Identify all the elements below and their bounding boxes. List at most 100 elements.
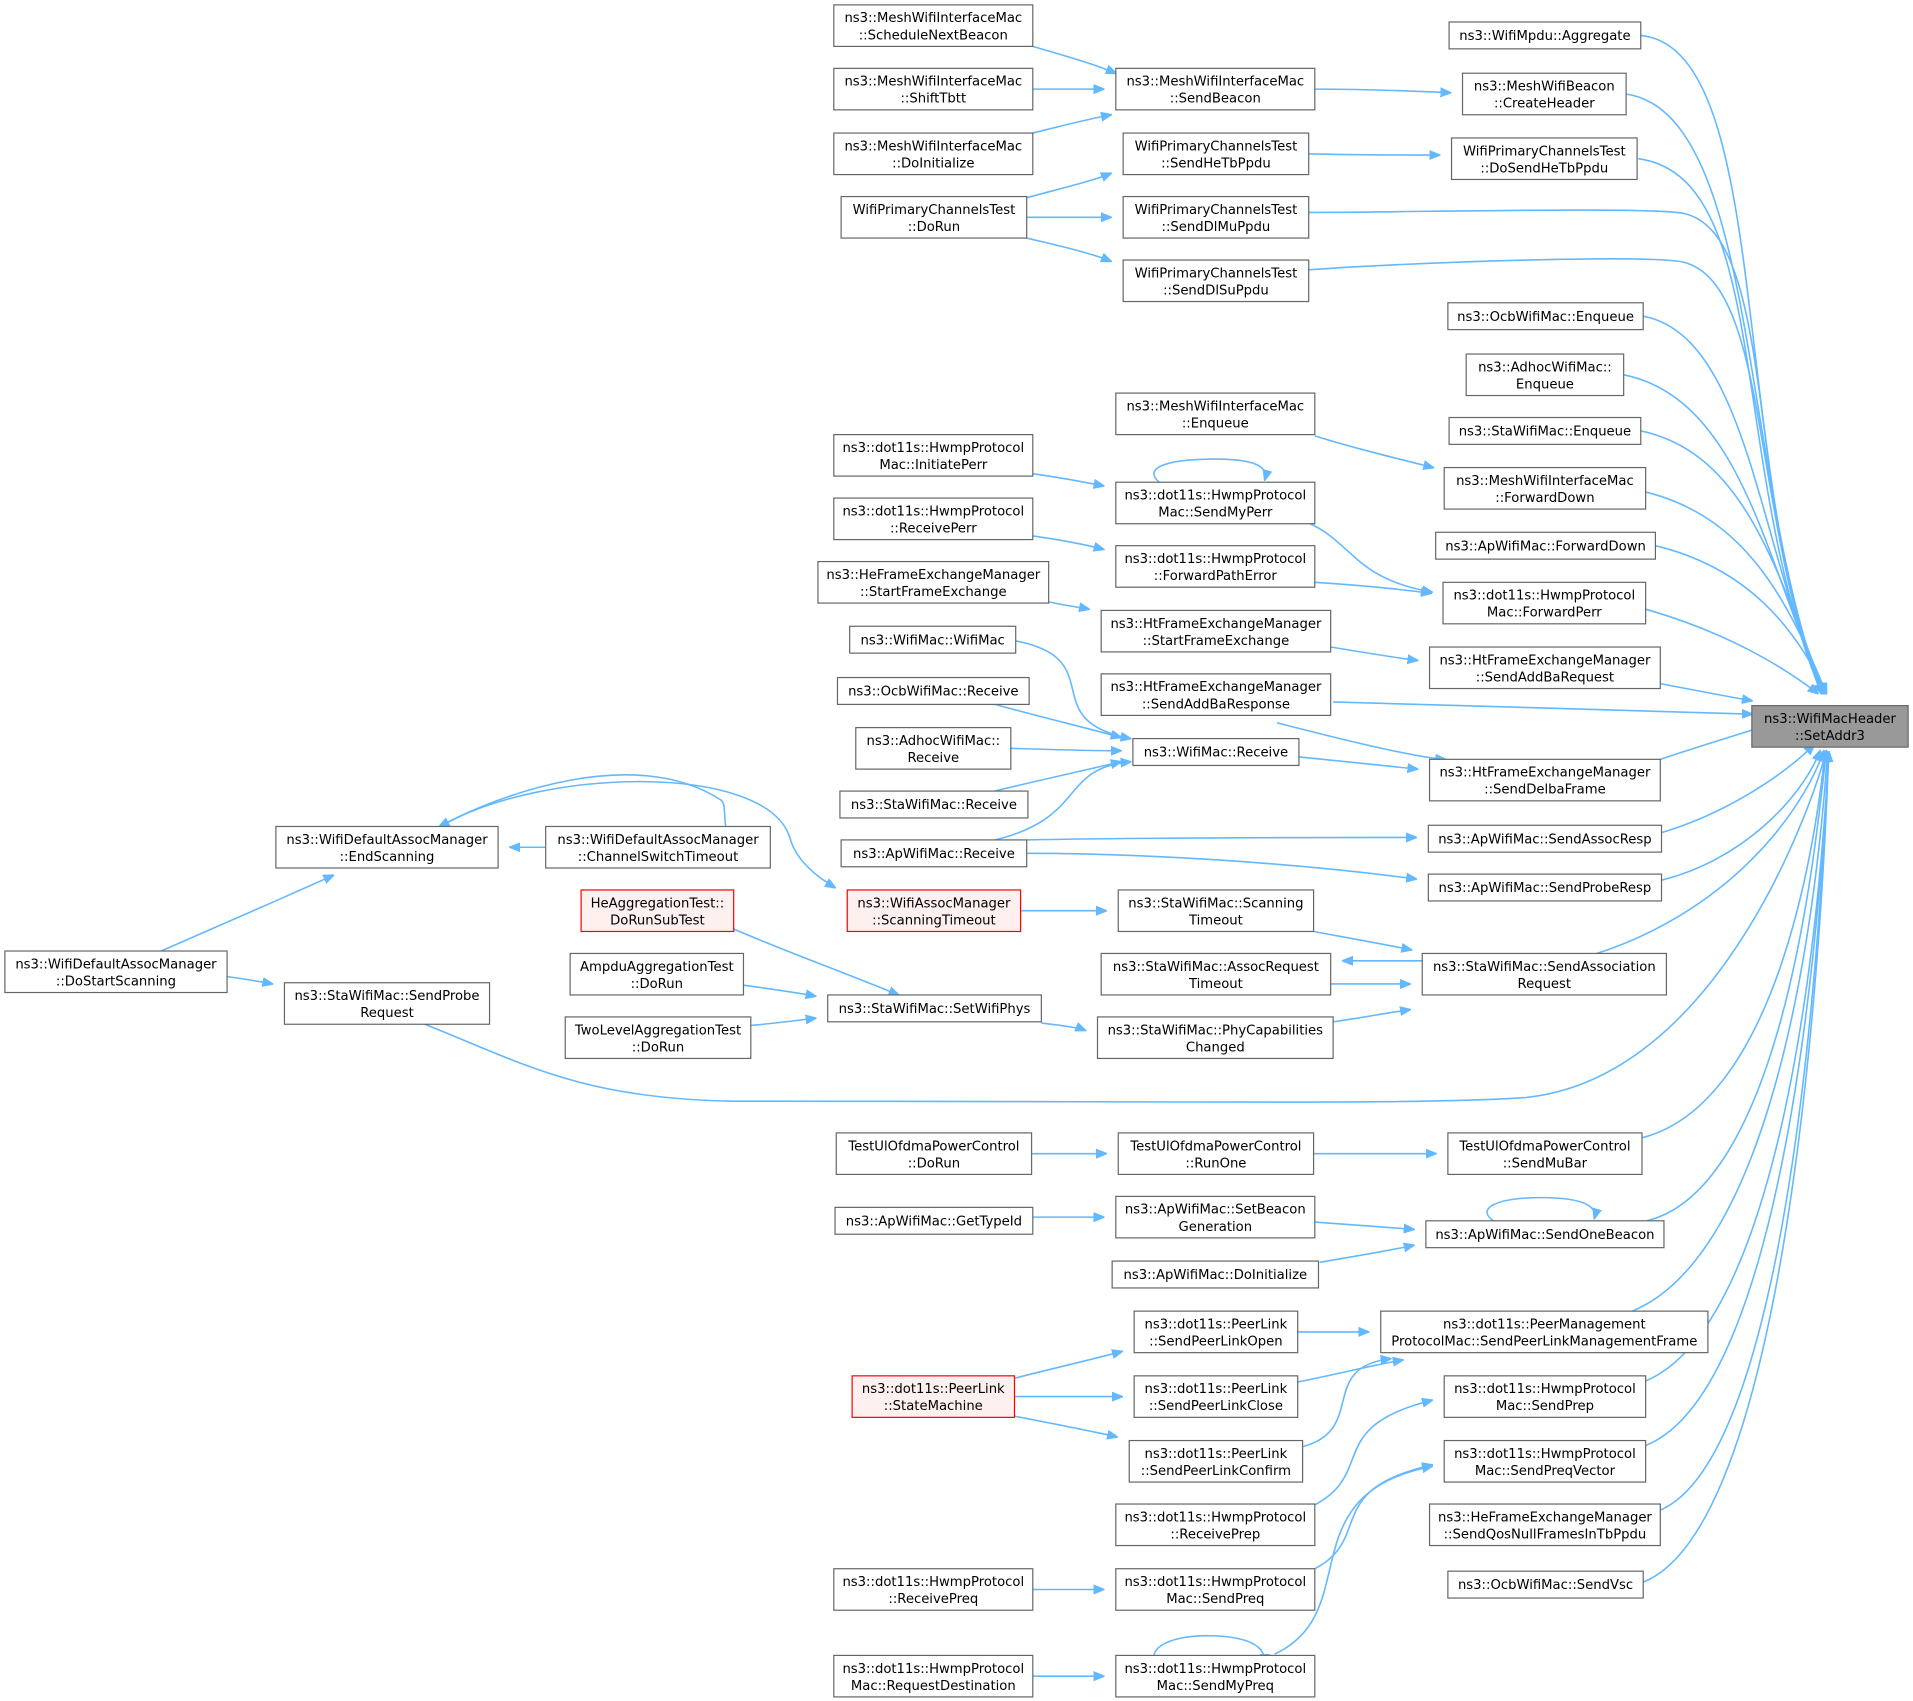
node-ap-get-type-id[interactable]: ns3::ApWifiMac::GetTypeId (834, 1206, 1034, 1235)
node-hwmp-receive-preq[interactable]: ns3::dot11s::HwmpProtocol::ReceivePreq (833, 1568, 1034, 1611)
node-ap-send-one-beacon[interactable]: ns3::ApWifiMac::SendOneBeacon (1425, 1220, 1665, 1249)
node-hwmp-receive-perr[interactable]: ns3::dot11s::HwmpProtocol::ReceivePerr (833, 497, 1034, 541)
call-edge (1303, 1400, 1432, 1511)
node-mesh-schedule-next-beacon[interactable]: ns3::MeshWifiInterfaceMac::ScheduleNextB… (833, 4, 1034, 47)
call-edge (226, 975, 272, 984)
node-mesh-enqueue[interactable]: ns3::MeshWifiInterfaceMac::Enqueue (1115, 392, 1316, 436)
node-peer-state-machine[interactable]: ns3::dot11s::PeerLink::StateMachine (851, 1375, 1016, 1418)
node-mesh-send-beacon[interactable]: ns3::MeshWifiInterfaceMac::SendBeacon (1115, 67, 1316, 111)
node-sta-enqueue[interactable]: ns3::StaWifiMac::Enqueue (1448, 416, 1642, 445)
call-edge (1642, 752, 1829, 1583)
node-send-mu-bar[interactable]: TestUlOfdmaPowerControl::SendMuBar (1447, 1132, 1643, 1176)
node-label-line2: Mac::SendPrep (1496, 1399, 1594, 1414)
node-assoc-scanning-timeout[interactable]: ns3::WifiAssocManager::ScanningTimeout (846, 889, 1022, 933)
node-ht-send-addba-req[interactable]: ns3::HtFrameExchangeManager::SendAddBaRe… (1428, 646, 1661, 690)
node-wifimac-receive[interactable]: ns3::WifiMac::Receive (1132, 737, 1300, 767)
node-root[interactable]: ns3::WifiMacHeader::SetAddr3 (1751, 705, 1909, 748)
node-ul-run-one[interactable]: TestUlOfdmaPowerControl::RunOne (1117, 1132, 1315, 1176)
node-send-dl-mu[interactable]: WifiPrimaryChannelsTest::SendDlMuPpdu (1122, 195, 1310, 239)
node-twolevel-do-run[interactable]: TwoLevelAggregationTest::DoRun (564, 1016, 752, 1060)
node-label-line1: ns3::dot11s::HwmpProtocol (842, 441, 1024, 456)
node-default-end-scanning[interactable]: ns3::WifiDefaultAssocManager::EndScannin… (275, 825, 499, 869)
edges-layer (160, 34, 1829, 1676)
node-label-line1: ns3::dot11s::PeerLink (1145, 1382, 1288, 1397)
node-ap-forward-down[interactable]: ns3::ApWifiMac::ForwardDown (1435, 531, 1657, 560)
node-sta-set-wifi-phys[interactable]: ns3::StaWifiMac::SetWifiPhys (827, 994, 1042, 1023)
node-ap-do-initialize[interactable]: ns3::ApWifiMac::DoInitialize (1111, 1260, 1320, 1289)
node-hwmp-request-destination[interactable]: ns3::dot11s::HwmpProtocolMac::RequestDes… (833, 1654, 1034, 1698)
node-hwmp-receive-prep[interactable]: ns3::dot11s::HwmpProtocol::ReceivePrep (1115, 1503, 1316, 1547)
node-label-line1: AmpduAggregationTest (580, 960, 734, 975)
node-box (1133, 1375, 1299, 1418)
node-ht-start-frame-exchange[interactable]: ns3::HtFrameExchangeManager::StartFrameE… (1100, 609, 1332, 653)
node-ap-receive[interactable]: ns3::ApWifiMac::Receive (840, 839, 1028, 868)
node-peer-send-confirm[interactable]: ns3::dot11s::PeerLink::SendPeerLinkConfi… (1128, 1439, 1304, 1483)
call-edge (1032, 472, 1104, 486)
node-ap-send-probe-resp[interactable]: ns3::ApWifiMac::SendProbeResp (1427, 873, 1663, 902)
call-edge (1308, 258, 1823, 694)
node-mesh-forward-down[interactable]: ns3::MeshWifiInterfaceMac::ForwardDown (1443, 466, 1647, 510)
node-label-line1: ns3::dot11s::HwmpProtocol (1454, 1447, 1636, 1462)
node-sta-scanning-timeout[interactable]: ns3::StaWifiMac::ScanningTimeout (1117, 889, 1315, 933)
node-hwmp-forward-perr[interactable]: ns3::dot11s::HwmpProtocolMac::ForwardPer… (1442, 581, 1647, 625)
node-aggregate[interactable]: ns3::WifiMpdu::Aggregate (1448, 21, 1642, 50)
node-label-line2: ::StateMachine (884, 1399, 983, 1414)
node-create-header[interactable]: ns3::MeshWifiBeacon::CreateHeader (1461, 72, 1627, 116)
node-box (849, 625, 1017, 654)
node-do-send-he-tb[interactable]: WifiPrimaryChannelsTest::DoSendHeTbPpdu (1450, 137, 1638, 181)
node-label-line1: ns3::MeshWifiInterfaceMac (1126, 399, 1304, 414)
node-default-channel-switch-timeout[interactable]: ns3::WifiDefaultAssocManager::ChannelSwi… (545, 825, 771, 869)
node-mesh-do-initialize[interactable]: ns3::MeshWifiInterfaceMac::DoInitialize (833, 132, 1034, 176)
node-label-line1: WifiPrimaryChannelsTest (1135, 266, 1298, 281)
node-default-do-start-scanning[interactable]: ns3::WifiDefaultAssocManager::DoStartSca… (4, 950, 228, 994)
node-ampdu-do-run[interactable]: AmpduAggregationTest::DoRun (569, 952, 745, 996)
node-label-line2: ::SendQosNullFramesInTbPpdu (1444, 1527, 1647, 1542)
node-peer-send-close[interactable]: ns3::dot11s::PeerLink::SendPeerLinkClose (1133, 1375, 1299, 1418)
node-ocb-send-vsc[interactable]: ns3::OcbWifiMac::SendVsc (1447, 1570, 1644, 1599)
node-box (1428, 1503, 1661, 1547)
node-peer-send-mgmt[interactable]: ns3::dot11s::PeerManagementProtocolMac::… (1380, 1310, 1709, 1354)
node-send-dl-su[interactable]: WifiPrimaryChannelsTest::SendDlSuPpdu (1122, 259, 1310, 303)
node-label-line1: ns3::dot11s::PeerLink (1145, 1447, 1288, 1462)
node-he-send-qos-null[interactable]: ns3::HeFrameExchangeManager::SendQosNull… (1428, 1503, 1661, 1547)
node-send-he-tb[interactable]: WifiPrimaryChannelsTest::SendHeTbPpdu (1122, 132, 1310, 176)
node-peer-send-open[interactable]: ns3::dot11s::PeerLink::SendPeerLinkOpen (1133, 1310, 1299, 1354)
node-ul-do-run[interactable]: TestUlOfdmaPowerControl::DoRun (835, 1132, 1033, 1176)
call-edge (1640, 34, 1822, 693)
node-sta-receive[interactable]: ns3::StaWifiMac::Receive (839, 790, 1029, 819)
node-ap-send-assoc-resp[interactable]: ns3::ApWifiMac::SendAssocResp (1427, 824, 1663, 853)
node-box (833, 497, 1034, 541)
node-hwmp-send-preq-vec[interactable]: ns3::dot11s::HwmpProtocolMac::SendPreqVe… (1443, 1439, 1647, 1483)
node-ocb-receive[interactable]: ns3::OcbWifiMac::Receive (836, 676, 1030, 706)
node-primary-do-run[interactable]: WifiPrimaryChannelsTest::DoRun (840, 195, 1028, 239)
node-adhoc-enqueue[interactable]: ns3::AdhocWifiMac::Enqueue (1465, 353, 1625, 397)
node-label-line1: ns3::StaWifiMac::SendProbe (294, 989, 479, 1004)
node-wifimac-wifimac[interactable]: ns3::WifiMac::WifiMac (849, 625, 1017, 654)
node-ocb-enqueue[interactable]: ns3::OcbWifiMac::Enqueue (1447, 302, 1644, 331)
node-label-line2: ::StartFrameExchange (860, 585, 1007, 600)
call-edge (1014, 1415, 1117, 1437)
node-label-line1: ns3::dot11s::HwmpProtocol (1453, 589, 1635, 604)
call-edge (1010, 748, 1121, 750)
node-box (833, 132, 1034, 176)
node-hwmp-initiate-perr[interactable]: ns3::dot11s::HwmpProtocolMac::InitiatePe… (833, 434, 1034, 477)
node-hwmp-forward-path-error[interactable]: ns3::dot11s::HwmpProtocol::ForwardPathEr… (1115, 545, 1316, 588)
node-he-agg-do-run-sub[interactable]: HeAggregationTest::DoRunSubTest (580, 889, 735, 933)
node-he-start-frame-exchange[interactable]: ns3::HeFrameExchangeManager::StartFrameE… (817, 560, 1050, 604)
node-mesh-shift-tbtt[interactable]: ns3::MeshWifiInterfaceMac::ShiftTbtt (833, 67, 1034, 111)
call-edge (1319, 1245, 1414, 1264)
node-ht-send-addba-resp[interactable]: ns3::HtFrameExchangeManager::SendAddBaRe… (1100, 673, 1332, 716)
node-adhoc-receive[interactable]: ns3::AdhocWifiMac::Receive (855, 726, 1012, 770)
node-ht-send-delba[interactable]: ns3::HtFrameExchangeManager::SendDelbaFr… (1428, 758, 1661, 802)
call-edge (1333, 701, 1752, 714)
call-edge (1026, 837, 1416, 839)
